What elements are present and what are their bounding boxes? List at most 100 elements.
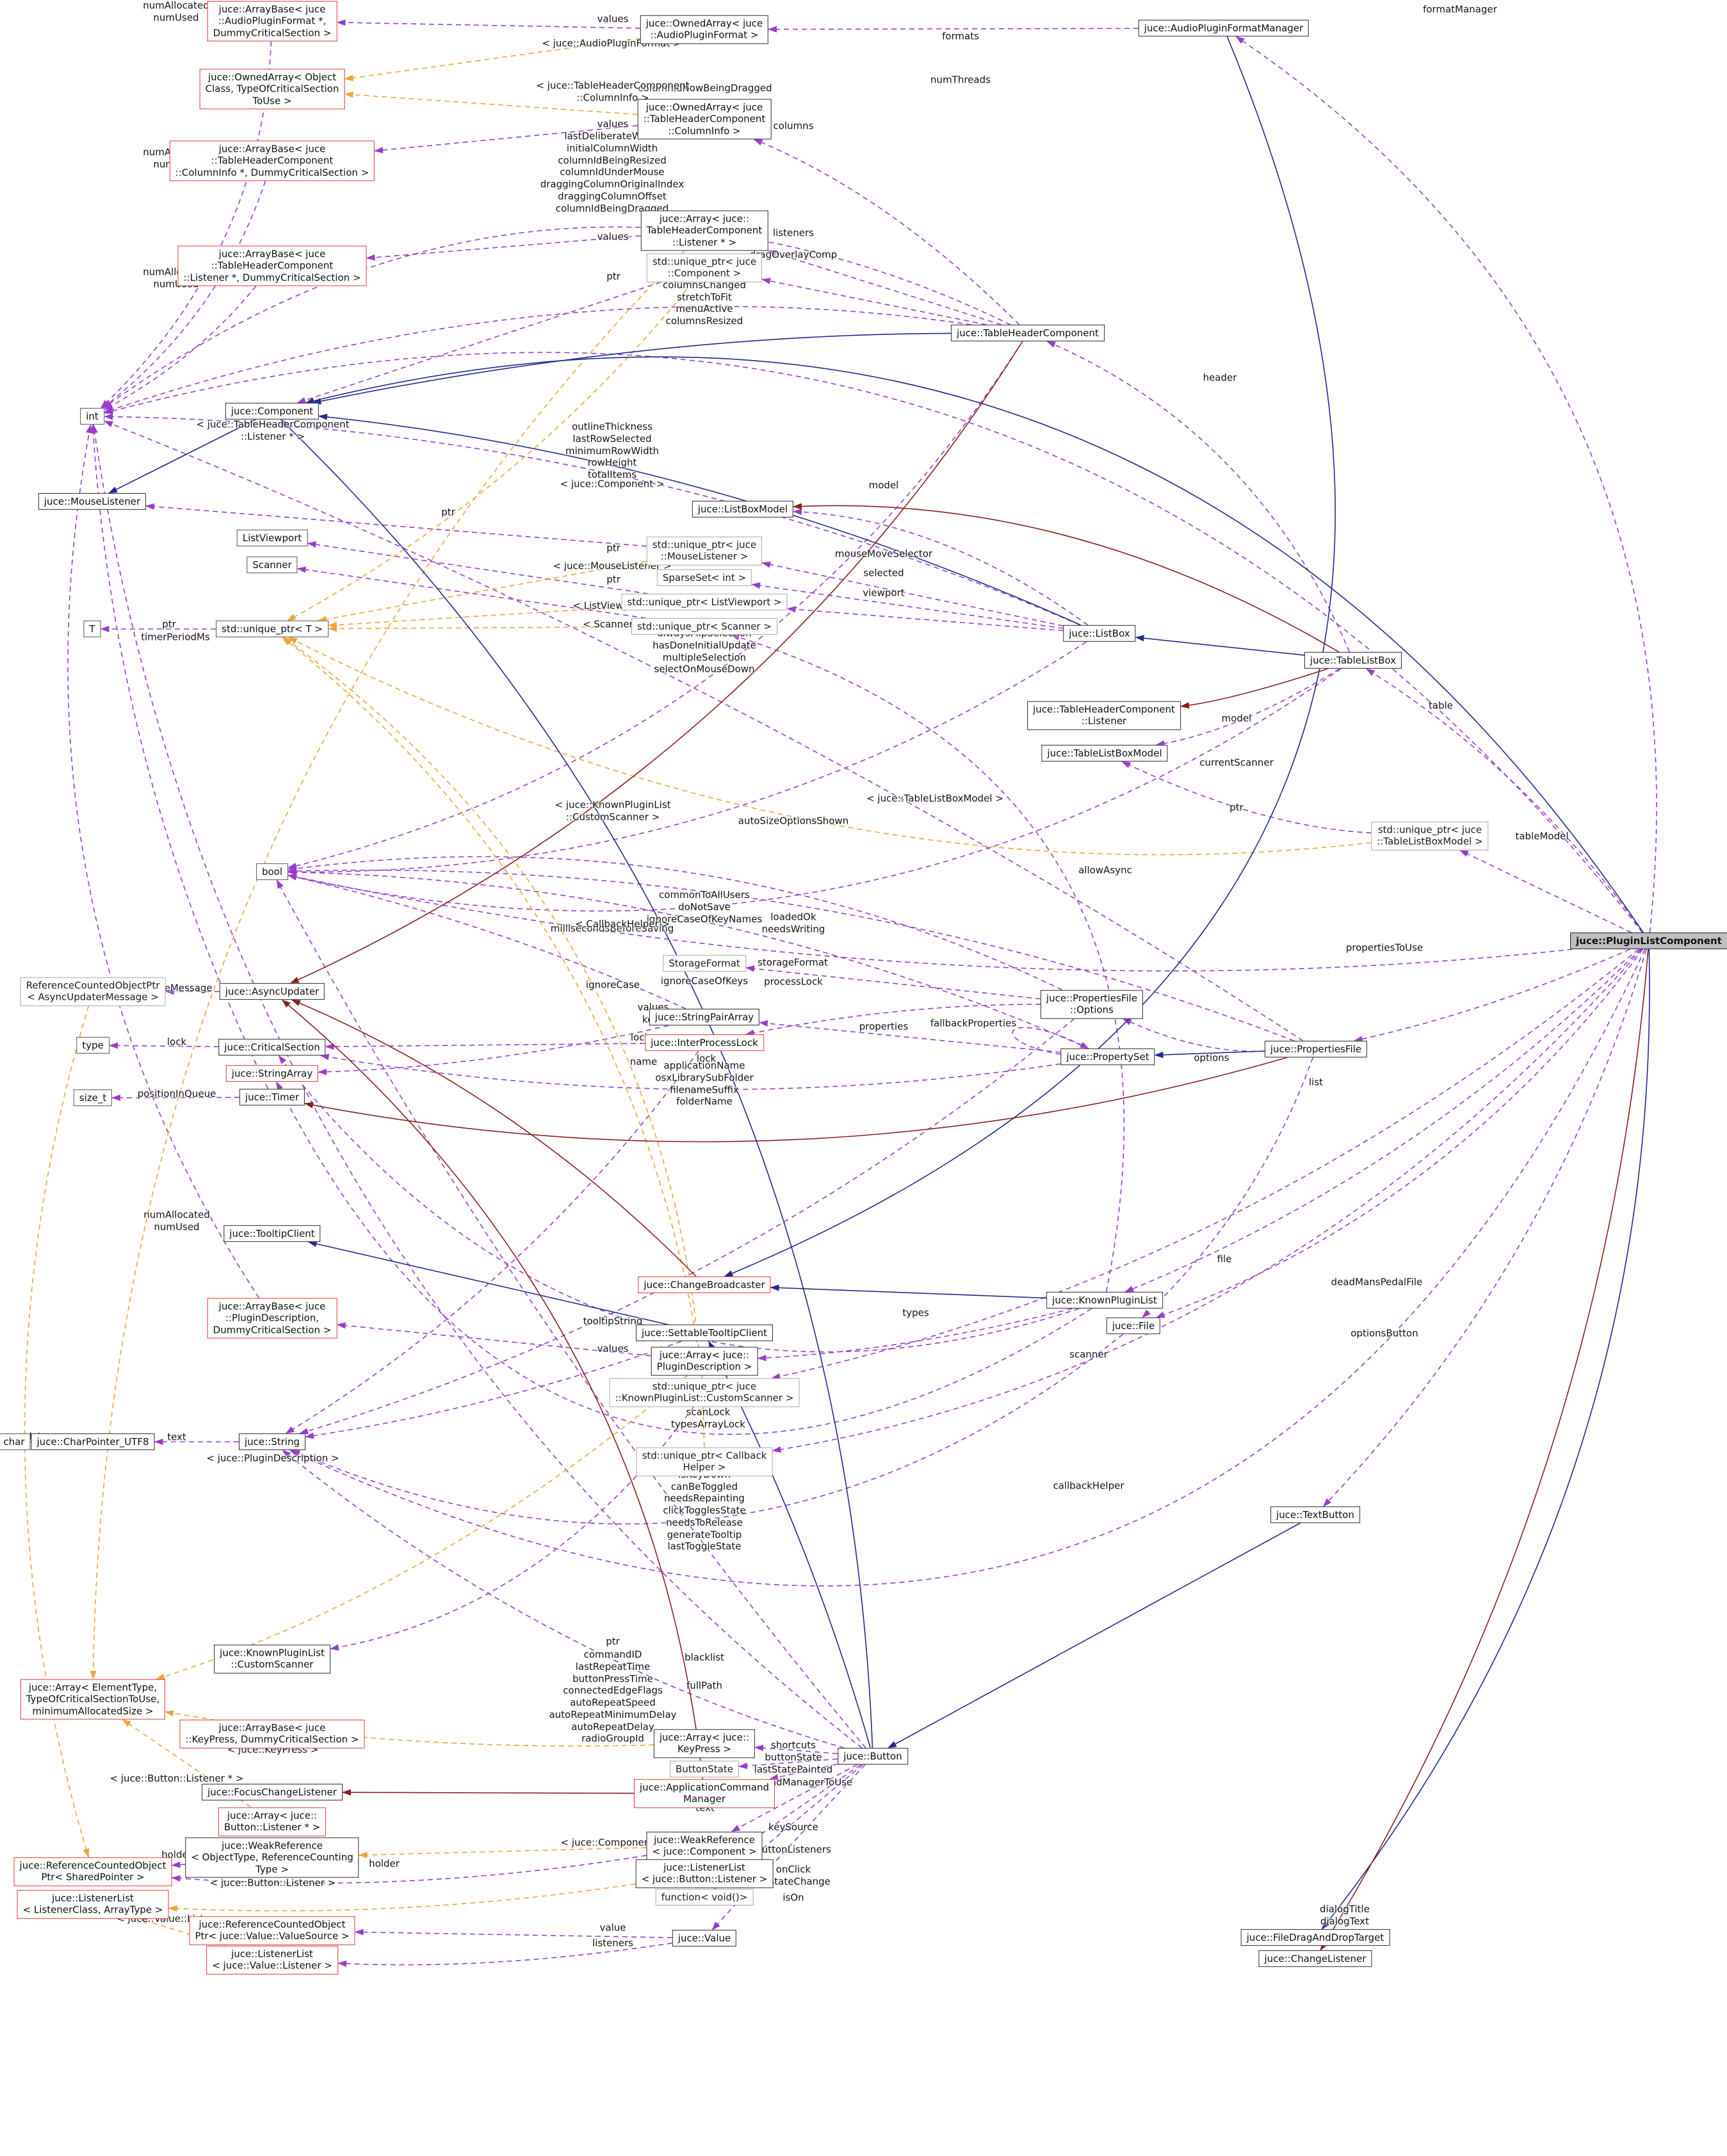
node-listenerlist_generic[interactable]: juce::ListenerList < ListenerClass, Arra…	[17, 1890, 169, 1919]
edge-uptr_component-component	[296, 281, 661, 404]
node-timer[interactable]: juce::Timer	[239, 1088, 305, 1106]
node-interprocesslock[interactable]: juce::InterProcessLock	[645, 1034, 764, 1052]
node-filedraganddroptarget[interactable]: juce::FileDragAndDropTarget	[1240, 1929, 1390, 1947]
node-uptr_scanner[interactable]: std::unique_ptr< Scanner >	[631, 617, 777, 635]
node-stringpairarray[interactable]: juce::StringPairArray	[649, 1008, 760, 1026]
edge-listbox-uptr_mouselistener	[761, 561, 1064, 626]
edge-label-viewport: viewport	[863, 587, 905, 599]
node-arraybase_plugdesc[interactable]: juce::ArrayBase< juce ::PluginDescriptio…	[207, 1298, 337, 1339]
node-listviewport[interactable]: ListViewport	[236, 529, 308, 547]
node-arraybase_colinfo[interactable]: juce::ArrayBase< juce ::TableHeaderCompo…	[169, 140, 375, 181]
edge-label-positionInQueue: positionInQueue	[137, 1088, 216, 1100]
node-settabletooltipclient[interactable]: juce::SettableTooltipClient	[635, 1324, 774, 1342]
edge-uptr_mouselistener-mouselistener	[145, 503, 647, 547]
node-arraybase_apf[interactable]: juce::ArrayBase< juce ::AudioPluginForma…	[207, 1, 337, 42]
node-array_elementtype[interactable]: juce::Array< ElementType, TypeOfCritical…	[20, 1679, 166, 1720]
node-button[interactable]: juce::Button	[838, 1747, 908, 1765]
node-int_box[interactable]: int	[80, 407, 104, 425]
node-mouselistener[interactable]: juce::MouseListener	[38, 493, 147, 510]
node-tlb_model[interactable]: juce::TableListBoxModel	[1041, 744, 1168, 762]
node-tablelistbox[interactable]: juce::TableListBox	[1304, 651, 1402, 669]
edge-button-int_box	[91, 424, 863, 1749]
node-listbox[interactable]: juce::ListBox	[1063, 625, 1136, 642]
edge-label-shortcuts: shortcuts	[771, 1739, 816, 1751]
node-arraybase_keypress[interactable]: juce::ArrayBase< juce ::KeyPress, DummyC…	[179, 1719, 365, 1749]
edge-label-millisecondsBeforeSaving: millisecondsBeforeSaving	[550, 922, 674, 935]
edge-pf_options-storageformat	[745, 965, 1041, 1000]
edge-label-< juce::Button::Listener >: < juce::Button::Listener >	[209, 1877, 336, 1889]
node-propertiesfile[interactable]: juce::PropertiesFile	[1264, 1040, 1368, 1058]
node-string[interactable]: juce::String	[238, 1433, 306, 1451]
edge-knownpluginlist-array_plugdesc	[757, 1308, 1073, 1362]
node-weakref_generic[interactable]: juce::WeakReference < ObjectType, Refere…	[185, 1837, 359, 1878]
edge-label-< juce::TableListBoxModel >: < juce::TableListBoxModel >	[866, 792, 1003, 804]
node-array_plugdesc[interactable]: juce::Array< juce:: PluginDescription >	[651, 1346, 758, 1376]
node-uptr_mouselistener[interactable]: std::unique_ptr< juce ::MouseListener >	[646, 536, 763, 566]
node-uptr_component[interactable]: std::unique_ptr< juce ::Component >	[646, 253, 763, 282]
node-focuschangelistener[interactable]: juce::FocusChangeListener	[202, 1783, 343, 1801]
node-buttonstate[interactable]: ButtonState	[670, 1760, 739, 1778]
node-propertyset[interactable]: juce::PropertySet	[1060, 1048, 1155, 1066]
node-listboxmodel[interactable]: juce::ListBoxModel	[692, 500, 794, 518]
node-char_box[interactable]: char	[0, 1433, 31, 1451]
node-uptr_T[interactable]: std::unique_ptr< T >	[216, 620, 328, 638]
node-tooltipclient[interactable]: juce::TooltipClient	[223, 1225, 321, 1243]
node-refcounted_valuesource[interactable]: juce::ReferenceCountedObject Ptr< juce::…	[189, 1916, 355, 1945]
node-knownpluginlist_customscanner[interactable]: juce::KnownPluginList ::CustomScanner	[214, 1644, 330, 1674]
node-appcmdmgr[interactable]: juce::ApplicationCommand Manager	[633, 1779, 775, 1808]
node-file[interactable]: juce::File	[1106, 1317, 1161, 1335]
node-ownedarray_apf[interactable]: juce::OwnedArray< juce ::AudioPluginForm…	[640, 15, 769, 44]
node-refcounted_sharedptr[interactable]: juce::ReferenceCountedObject Ptr< Shared…	[13, 1857, 172, 1886]
node-ownedarray_colinfo[interactable]: juce::OwnedArray< juce ::TableHeaderComp…	[637, 99, 772, 140]
node-arraybase_thc_listener[interactable]: juce::ArrayBase< juce ::TableHeaderCompo…	[177, 245, 367, 286]
node-apfm[interactable]: juce::AudioPluginFormatManager	[1138, 19, 1309, 37]
node-asyncupdater[interactable]: juce::AsyncUpdater	[219, 983, 325, 1000]
node-uptr_callbackhelper[interactable]: std::unique_ptr< Callback Helper >	[636, 1447, 773, 1476]
edge-ownedarray_colinfo-ownedarray_generic	[344, 91, 638, 115]
node-thc_listener[interactable]: juce::TableHeaderComponent ::Listener	[1027, 701, 1181, 730]
node-plc[interactable]: juce::PluginListComponent	[1570, 932, 1727, 950]
edge-label-ptr: ptr	[606, 573, 620, 585]
node-listenerlist_buttonlistener[interactable]: juce::ListenerList < juce::Button::Liste…	[635, 1859, 774, 1888]
node-value[interactable]: juce::Value	[672, 1929, 737, 1947]
node-array_keypress[interactable]: juce::Array< juce:: KeyPress >	[653, 1729, 756, 1758]
edge-label-processLock: processLock	[764, 976, 823, 988]
edge-uptr_customscanner-uptr_T	[282, 637, 703, 1378]
node-uptr_customscanner[interactable]: std::unique_ptr< juce ::KnownPluginList:…	[609, 1378, 800, 1407]
node-sparseset[interactable]: SparseSet< int >	[656, 569, 752, 587]
node-component[interactable]: juce::Component	[225, 402, 320, 420]
node-uptr_listviewport[interactable]: std::unique_ptr< ListViewport >	[621, 593, 788, 611]
node-textbutton[interactable]: juce::TextButton	[1270, 1506, 1360, 1524]
node-uptr_tlbm[interactable]: std::unique_ptr< juce ::TableListBoxMode…	[1371, 821, 1489, 851]
node-weakref_component[interactable]: juce::WeakReference < juce::Component >	[646, 1831, 763, 1861]
node-changelistener[interactable]: juce::ChangeListener	[1258, 1950, 1372, 1968]
node-charptr_utf8[interactable]: juce::CharPointer_UTF8	[31, 1433, 155, 1451]
node-storageformat[interactable]: StorageFormat	[663, 954, 746, 972]
node-scanner_box[interactable]: Scanner	[247, 556, 298, 574]
node-stringarray[interactable]: juce::StringArray	[225, 1065, 319, 1082]
node-bool_box[interactable]: bool	[255, 863, 289, 881]
edge-plc-apfm	[1235, 36, 1657, 933]
node-type_box[interactable]: type	[76, 1036, 109, 1054]
edge-ownedarray_apf-arraybase_apf	[336, 19, 641, 29]
edge-label-model: model	[868, 479, 899, 491]
node-T_box[interactable]: T	[83, 620, 101, 638]
node-changebroadcaster[interactable]: juce::ChangeBroadcaster	[638, 1276, 771, 1294]
node-listenerlist_valuelistener[interactable]: juce::ListenerList < juce::Value::Listen…	[206, 1945, 338, 1975]
node-ownedarray_generic[interactable]: juce::OwnedArray< Object Class, TypeOfCr…	[199, 69, 345, 110]
node-array_button_listener[interactable]: juce::Array< juce:: Button::Listener * >	[218, 1807, 327, 1836]
node-function_void[interactable]: function< void()>	[655, 1888, 754, 1906]
node-refptr_asyncmsg[interactable]: ReferenceCountedObjectPtr < AsyncUpdater…	[20, 977, 166, 1006]
edge-settabletooltipclient-string	[305, 1341, 682, 1439]
edge-thc-int_box	[104, 306, 972, 413]
node-knownpluginlist[interactable]: juce::KnownPluginList	[1046, 1291, 1163, 1309]
node-sizet[interactable]: size_t	[73, 1089, 113, 1107]
node-array_thc_listener[interactable]: juce::Array< juce:: TableHeaderComponent…	[640, 210, 768, 251]
edge-label-isOn: isOn	[782, 1891, 804, 1904]
edge-plc-propertiesfile	[1353, 949, 1630, 1043]
node-criticalsection[interactable]: juce::CriticalSection	[218, 1038, 326, 1056]
node-pf_options[interactable]: juce::PropertiesFile ::Options	[1040, 990, 1144, 1019]
node-thc[interactable]: juce::TableHeaderComponent	[951, 324, 1105, 342]
edge-label-listeners: listeners	[592, 1937, 633, 1949]
